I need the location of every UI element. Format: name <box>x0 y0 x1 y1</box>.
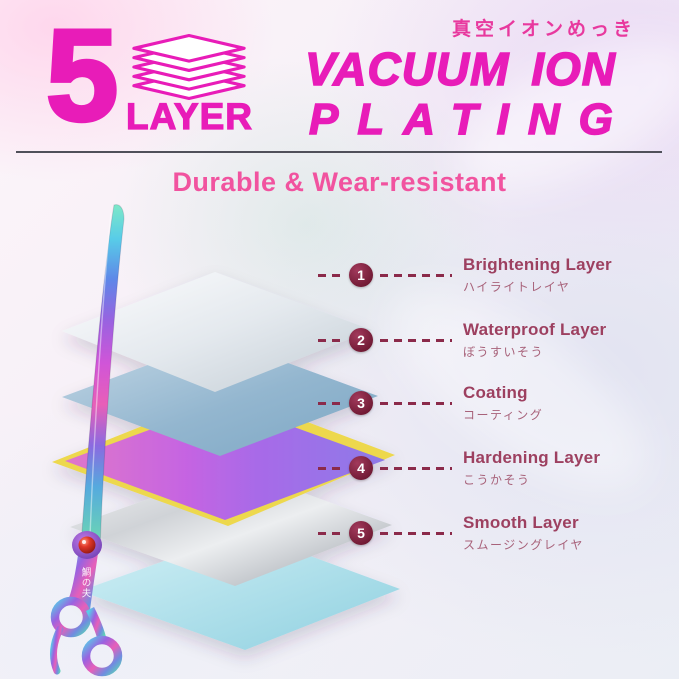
layer-shape-smooth <box>80 532 400 650</box>
step-badge: 5 <box>349 521 373 545</box>
japanese-title: 真空イオンめっき <box>452 19 637 40</box>
connector-dash <box>380 273 452 277</box>
main-title-line1: VACUUM ION <box>304 42 617 96</box>
layer-shape-hardening <box>70 468 392 586</box>
layer-shape-waterproof <box>62 338 378 456</box>
blade-logo-text: 鯛の夫 <box>80 566 92 598</box>
header-divider <box>16 151 662 153</box>
layer-label-jp: こうかそう <box>463 473 531 487</box>
step-number: 1 <box>357 267 365 283</box>
main-title-line2: PLATING <box>308 94 632 145</box>
layer-shape-coating <box>65 402 385 520</box>
step-number: 2 <box>357 332 365 348</box>
step-number: 3 <box>357 395 365 411</box>
layer-label-en: Hardening Layer <box>463 448 601 467</box>
connector-dash <box>380 466 452 470</box>
layer-label-en: Coating <box>463 383 528 402</box>
scissors-shank <box>67 553 98 611</box>
step-badge: 3 <box>349 391 373 415</box>
blade-seam <box>89 212 112 538</box>
layer-word: LAYER <box>125 95 254 137</box>
legend-row-coating: 3 Coating コーティング <box>318 381 668 425</box>
finger-rest-hook <box>49 625 64 675</box>
layer-label-en: Brightening Layer <box>463 255 612 274</box>
step-number: 4 <box>357 460 365 476</box>
layer-stack-icon <box>132 33 246 101</box>
step-badge: 2 <box>349 328 373 352</box>
layer-label-jp: スムージングレイヤ <box>463 538 584 552</box>
connector-dash-left <box>318 531 344 535</box>
connector-dash-left <box>318 273 344 277</box>
connector-dash-left <box>318 466 344 470</box>
step-badge: 1 <box>349 263 373 287</box>
scissors-jewel-screw <box>78 536 96 554</box>
big-number: 5 <box>44 2 120 148</box>
scissors-image: 鯛の夫 <box>49 204 125 677</box>
layer-label-jp: コーティング <box>463 408 544 422</box>
scissors-blade <box>81 204 125 550</box>
legend-row-brightening: 1 Brightening Layer ハイライトレイヤ <box>318 253 668 297</box>
finger-ring-upper <box>50 596 92 638</box>
subtitle: Durable & Wear-resistant <box>172 167 507 197</box>
connector-dash-left <box>318 401 344 405</box>
connector-dash <box>380 338 452 342</box>
layer-label-jp: ハイライトレイヤ <box>463 280 571 294</box>
layer-label-jp: ぼうすいそう <box>463 345 545 359</box>
step-number: 5 <box>357 525 365 541</box>
step-badge: 4 <box>349 456 373 480</box>
layer-label-en: Waterproof Layer <box>463 320 607 339</box>
legend-row-hardening: 4 Hardening Layer こうかそう <box>318 446 668 490</box>
connector-dash <box>380 401 452 405</box>
jewel-highlight-icon <box>82 540 86 544</box>
layer-shape-brightening <box>62 272 372 392</box>
connector-dash <box>380 531 452 535</box>
layer-label-en: Smooth Layer <box>463 513 579 532</box>
legend-row-smooth: 5 Smooth Layer スムージングレイヤ <box>318 511 668 555</box>
finger-ring-lower <box>81 635 123 677</box>
legend-row-waterproof: 2 Waterproof Layer ぼうすいそう <box>318 318 668 362</box>
connector-dash-left <box>318 338 344 342</box>
